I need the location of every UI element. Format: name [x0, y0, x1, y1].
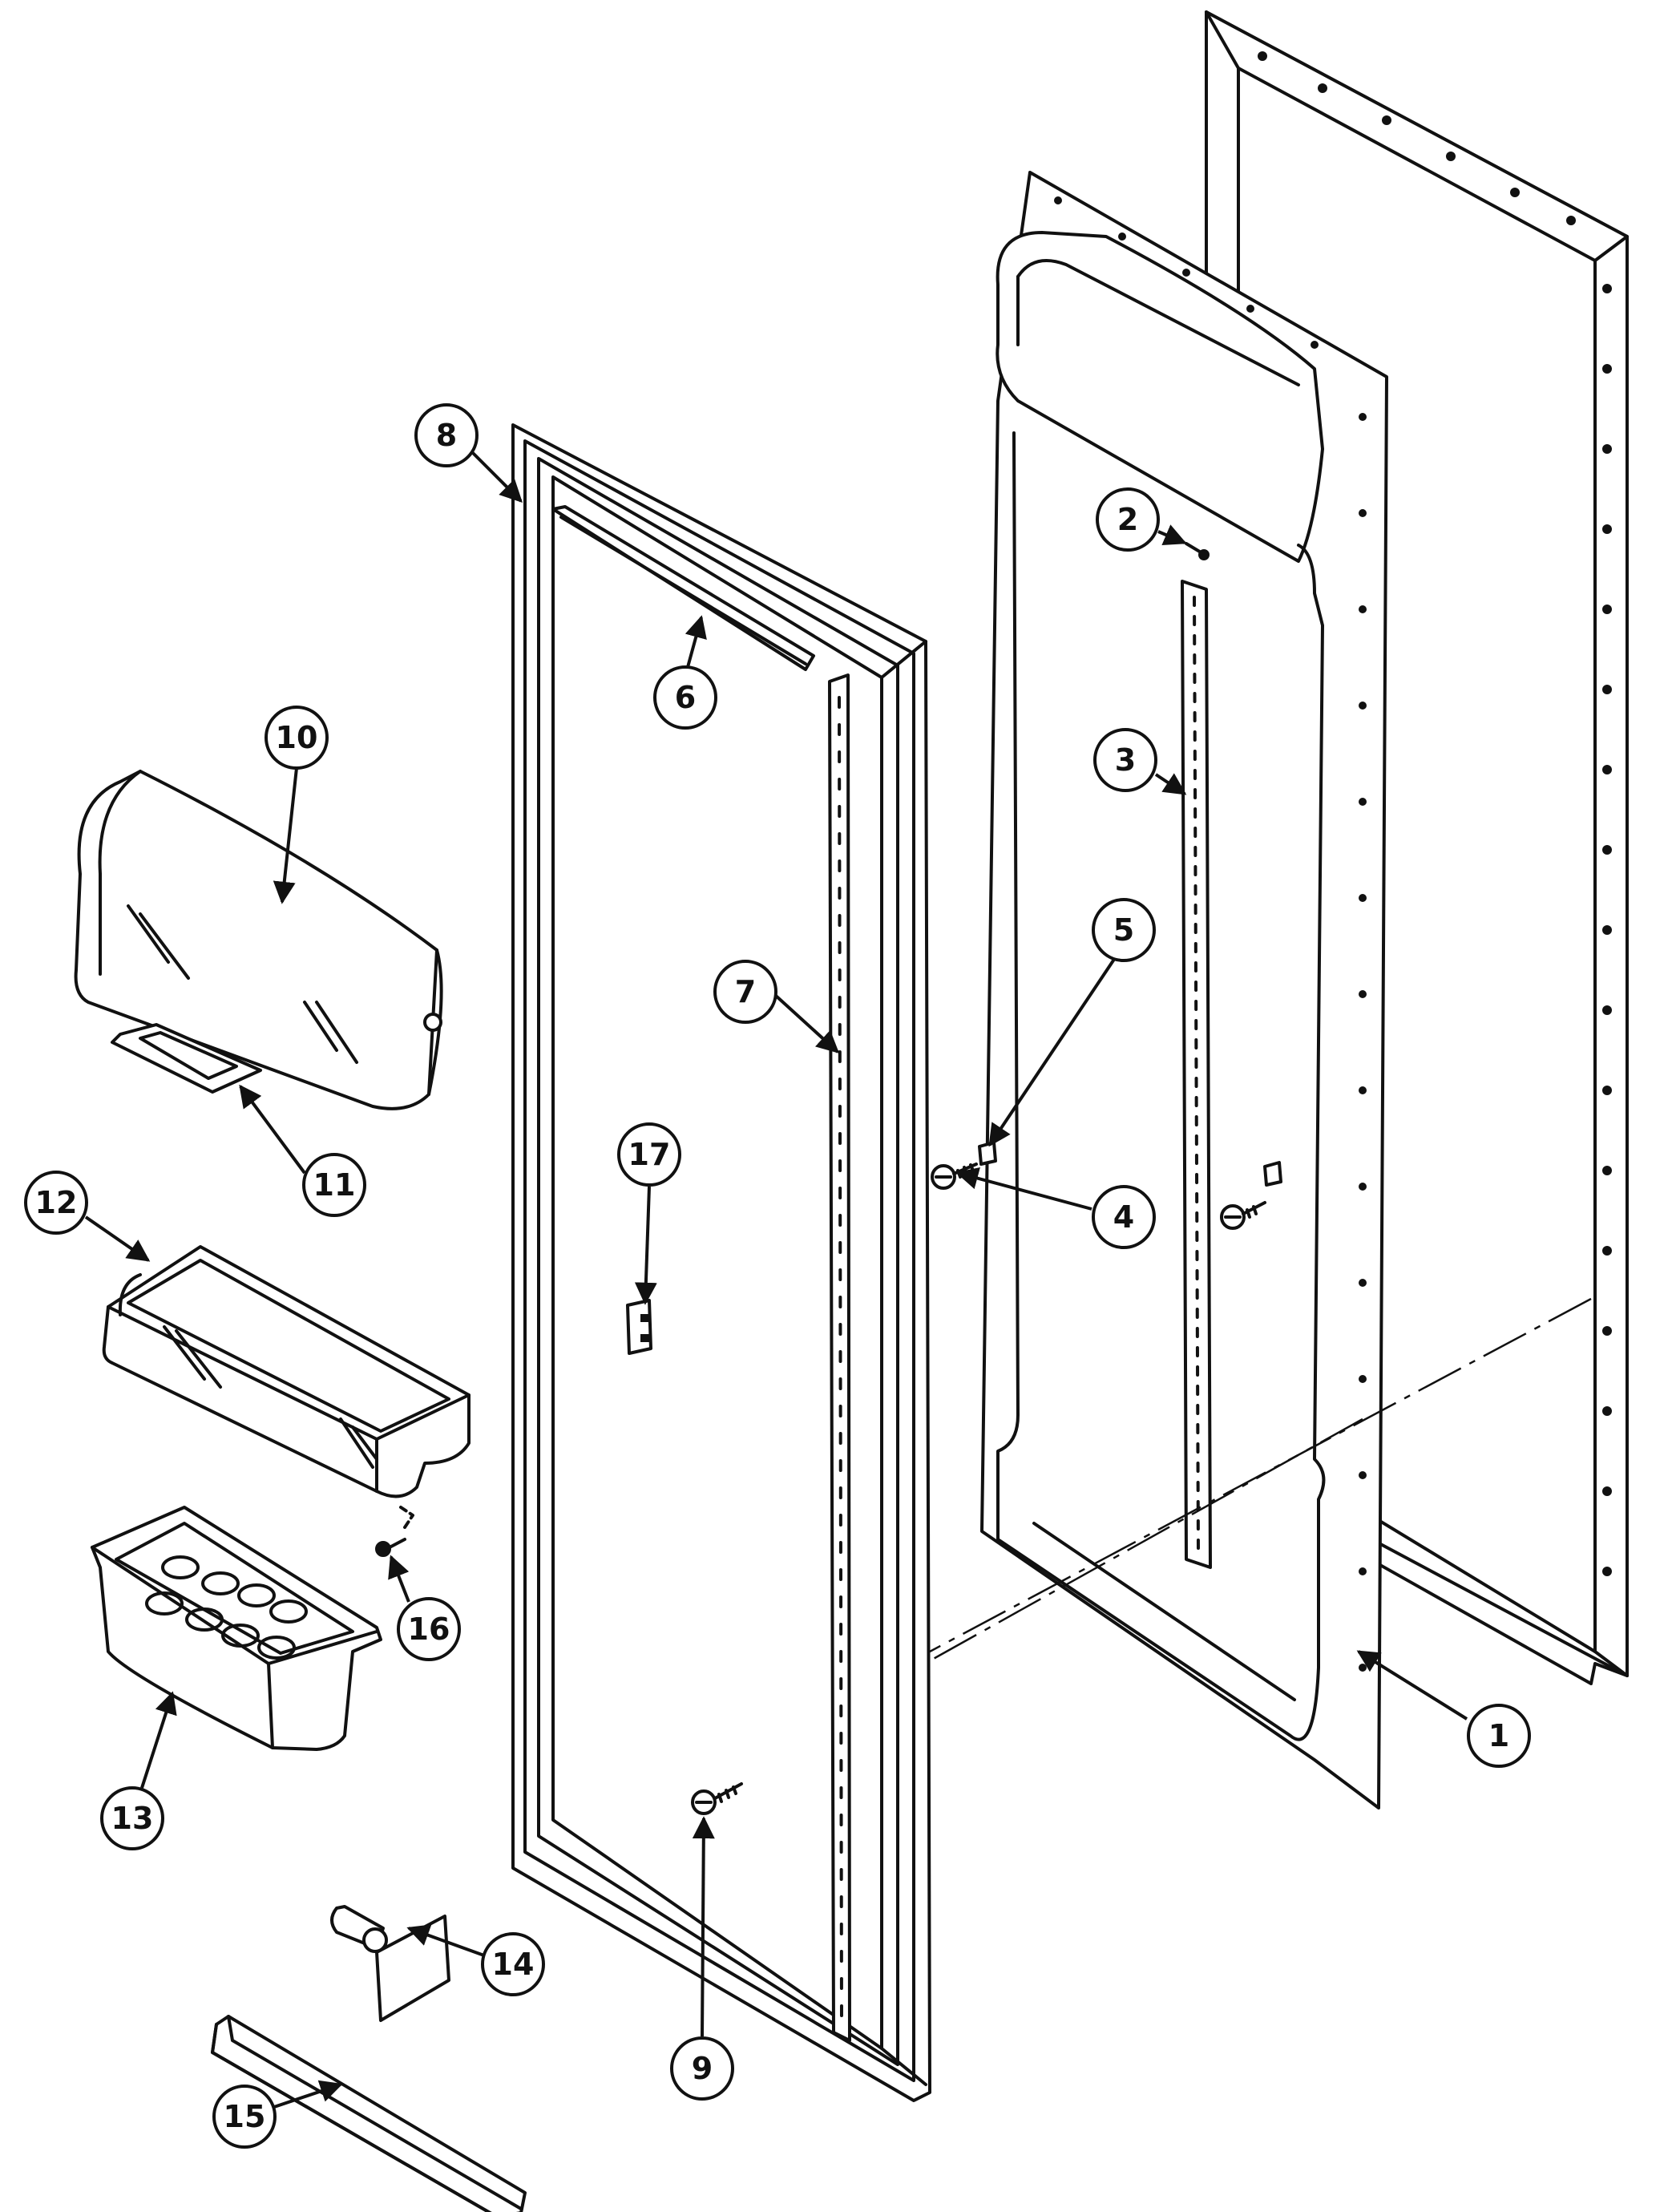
- callout-4: 4: [1092, 1185, 1156, 1249]
- leader-lines: [84, 450, 1468, 2109]
- leader-8: [470, 450, 523, 503]
- door-inner-rail: [828, 673, 851, 2042]
- leader-15: [273, 2080, 343, 2109]
- callout-15: 15: [212, 2085, 277, 2149]
- leader-14: [406, 1924, 494, 1960]
- phantom-assembly-lines: [745, 1297, 1592, 1765]
- leader-16: [388, 1555, 410, 1603]
- callout-1: 1: [1467, 1704, 1531, 1768]
- dairy-door-tray: [111, 1023, 262, 1094]
- svg-text:15: 15: [224, 2099, 266, 2134]
- door-shelf-bin: [102, 1245, 471, 1498]
- svg-text:14: 14: [492, 1947, 535, 1982]
- liner-shelf-rail: [1181, 580, 1212, 1569]
- callout-13: 13: [100, 1786, 164, 1850]
- svg-text:9: 9: [692, 2051, 713, 2086]
- callout-10: 10: [265, 706, 329, 770]
- leader-17: [634, 1186, 657, 1305]
- leader-11: [239, 1084, 306, 1175]
- door-top-trim: [551, 505, 815, 671]
- svg-text:7: 7: [735, 974, 756, 1009]
- callout-6: 6: [653, 665, 717, 730]
- svg-text:4: 4: [1113, 1199, 1134, 1235]
- callout-5: 5: [1092, 898, 1156, 962]
- callout-9: 9: [670, 2036, 734, 2101]
- mounting-screw-lower: [1220, 1201, 1266, 1230]
- latch-bracket: [330, 1905, 450, 2022]
- leader-13: [140, 1691, 177, 1789]
- gasket-screw: [691, 1782, 743, 1815]
- callout-8: 8: [414, 403, 479, 467]
- callout-11: 11: [302, 1153, 366, 1217]
- svg-text:1: 1: [1488, 1718, 1509, 1753]
- square-nut: [978, 1141, 997, 1166]
- bottom-trim-bar: [211, 2015, 527, 2212]
- door-clip-bracket: [626, 1299, 652, 1355]
- svg-text:11: 11: [313, 1167, 356, 1203]
- door-gasket-frame: [511, 423, 931, 2102]
- svg-text:6: 6: [675, 680, 696, 715]
- svg-text:13: 13: [111, 1801, 154, 1836]
- dairy-compartment-cover: [74, 770, 443, 1110]
- svg-text:12: 12: [35, 1185, 78, 1220]
- liner-pin: [1185, 542, 1210, 560]
- callout-2: 2: [1096, 487, 1160, 552]
- leader-3: [1154, 773, 1187, 795]
- leader-10: [273, 767, 298, 904]
- svg-text:2: 2: [1117, 502, 1138, 537]
- leader-2: [1157, 524, 1187, 546]
- callout-3: 3: [1093, 728, 1157, 792]
- bin-screw: [375, 1506, 414, 1557]
- svg-text:5: 5: [1113, 912, 1134, 948]
- egg-tray-bin: [91, 1506, 382, 1751]
- svg-text:3: 3: [1115, 742, 1136, 778]
- callout-16: 16: [397, 1597, 461, 1661]
- svg-text:17: 17: [628, 1137, 671, 1172]
- callout-14: 14: [481, 1932, 545, 1996]
- callout-12: 12: [24, 1171, 88, 1235]
- panel-screw-holes: [1258, 51, 1612, 1576]
- svg-text:10: 10: [276, 720, 318, 755]
- square-nut-lower: [1263, 1161, 1282, 1187]
- callout-7: 7: [713, 960, 777, 1024]
- leader-9: [692, 1816, 715, 2037]
- leader-4: [955, 1167, 1092, 1211]
- leader-1: [1356, 1650, 1468, 1721]
- svg-text:16: 16: [408, 1611, 450, 1647]
- callout-17: 17: [617, 1122, 681, 1187]
- leader-12: [84, 1215, 151, 1262]
- leader-7: [774, 994, 840, 1053]
- egg-cups: [145, 1555, 308, 1660]
- leader-5: [988, 954, 1118, 1147]
- svg-text:8: 8: [436, 418, 457, 453]
